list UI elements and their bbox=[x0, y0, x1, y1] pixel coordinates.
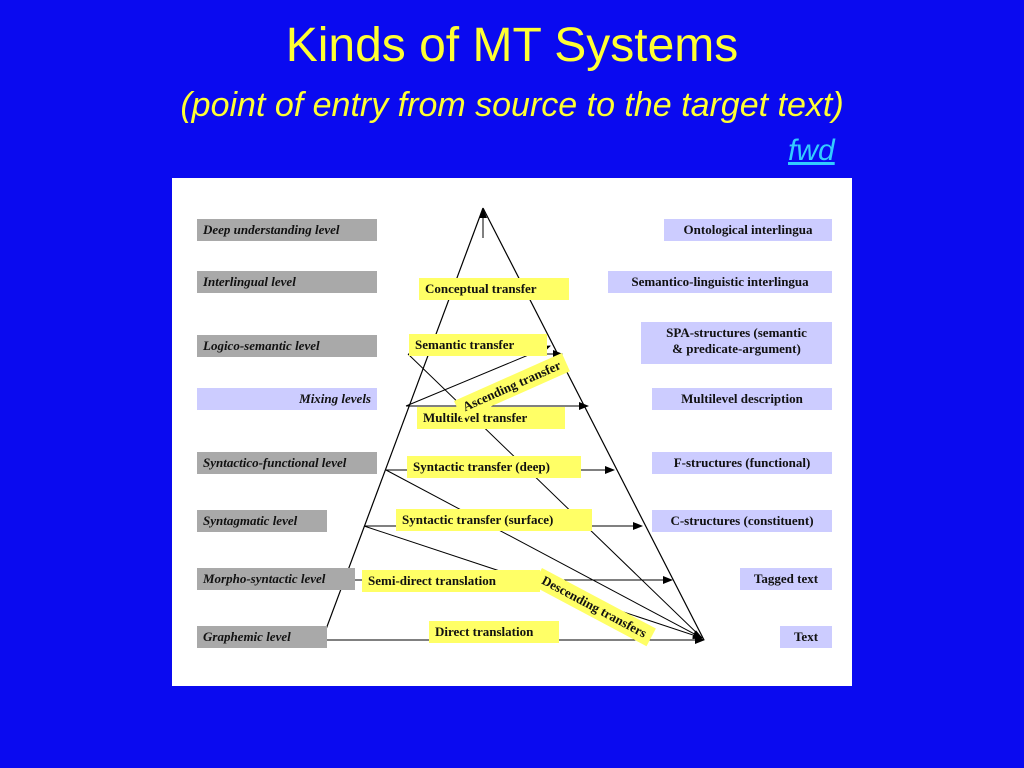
level-mixing: Mixing levels bbox=[197, 388, 377, 410]
transfer-semantic: Semantic transfer bbox=[409, 334, 547, 356]
transfer-direct: Direct translation bbox=[429, 621, 559, 643]
rep-f-structures: F-structures (functional) bbox=[652, 452, 832, 474]
rep-multilevel-description: Multilevel description bbox=[652, 388, 832, 410]
level-logico-semantic: Logico-semantic level bbox=[197, 335, 377, 357]
transfer-semi-direct: Semi-direct translation bbox=[362, 570, 540, 592]
level-syntagmatic: Syntagmatic level bbox=[197, 510, 327, 532]
level-syntactico-functional: Syntactico-functional level bbox=[197, 452, 377, 474]
rep-c-structures: C-structures (constituent) bbox=[652, 510, 832, 532]
level-morpho-syntactic: Morpho-syntactic level bbox=[197, 568, 355, 590]
level-graphemic: Graphemic level bbox=[197, 626, 327, 648]
level-interlingual: Interlingual level bbox=[197, 271, 377, 293]
transfer-syntactic-surface: Syntactic transfer (surface) bbox=[396, 509, 592, 531]
rep-spa-line-2: & predicate-argument) bbox=[672, 341, 801, 356]
forward-link[interactable]: fwd bbox=[788, 134, 835, 167]
pyramid-lines bbox=[321, 207, 705, 644]
rep-tagged-text: Tagged text bbox=[740, 568, 832, 590]
transfer-multilevel: Multilevel transfer bbox=[417, 407, 565, 429]
slide-title: Kinds of MT Systems bbox=[285, 19, 739, 72]
rep-spa-line-1: SPA-structures (semantic bbox=[666, 325, 807, 340]
level-deep-understanding: Deep understanding level bbox=[197, 219, 377, 241]
mt-pyramid-diagram: Deep understanding level Interlingual le… bbox=[172, 178, 852, 686]
rep-semantico-linguistic-interlingua: Semantico-linguistic interlingua bbox=[608, 271, 832, 293]
rep-spa-structures: SPA-structures (semantic & predicate-arg… bbox=[641, 322, 832, 364]
rep-text: Text bbox=[780, 626, 832, 648]
transfer-conceptual: Conceptual transfer bbox=[419, 278, 569, 300]
slide-subtitle: (point of entry from source to the targe… bbox=[180, 86, 844, 124]
rep-ontological-interlingua: Ontological interlingua bbox=[664, 219, 832, 241]
transfer-syntactic-deep: Syntactic transfer (deep) bbox=[407, 456, 581, 478]
descending-line-1 bbox=[385, 469, 703, 639]
ascending-transfer-line bbox=[405, 345, 551, 407]
